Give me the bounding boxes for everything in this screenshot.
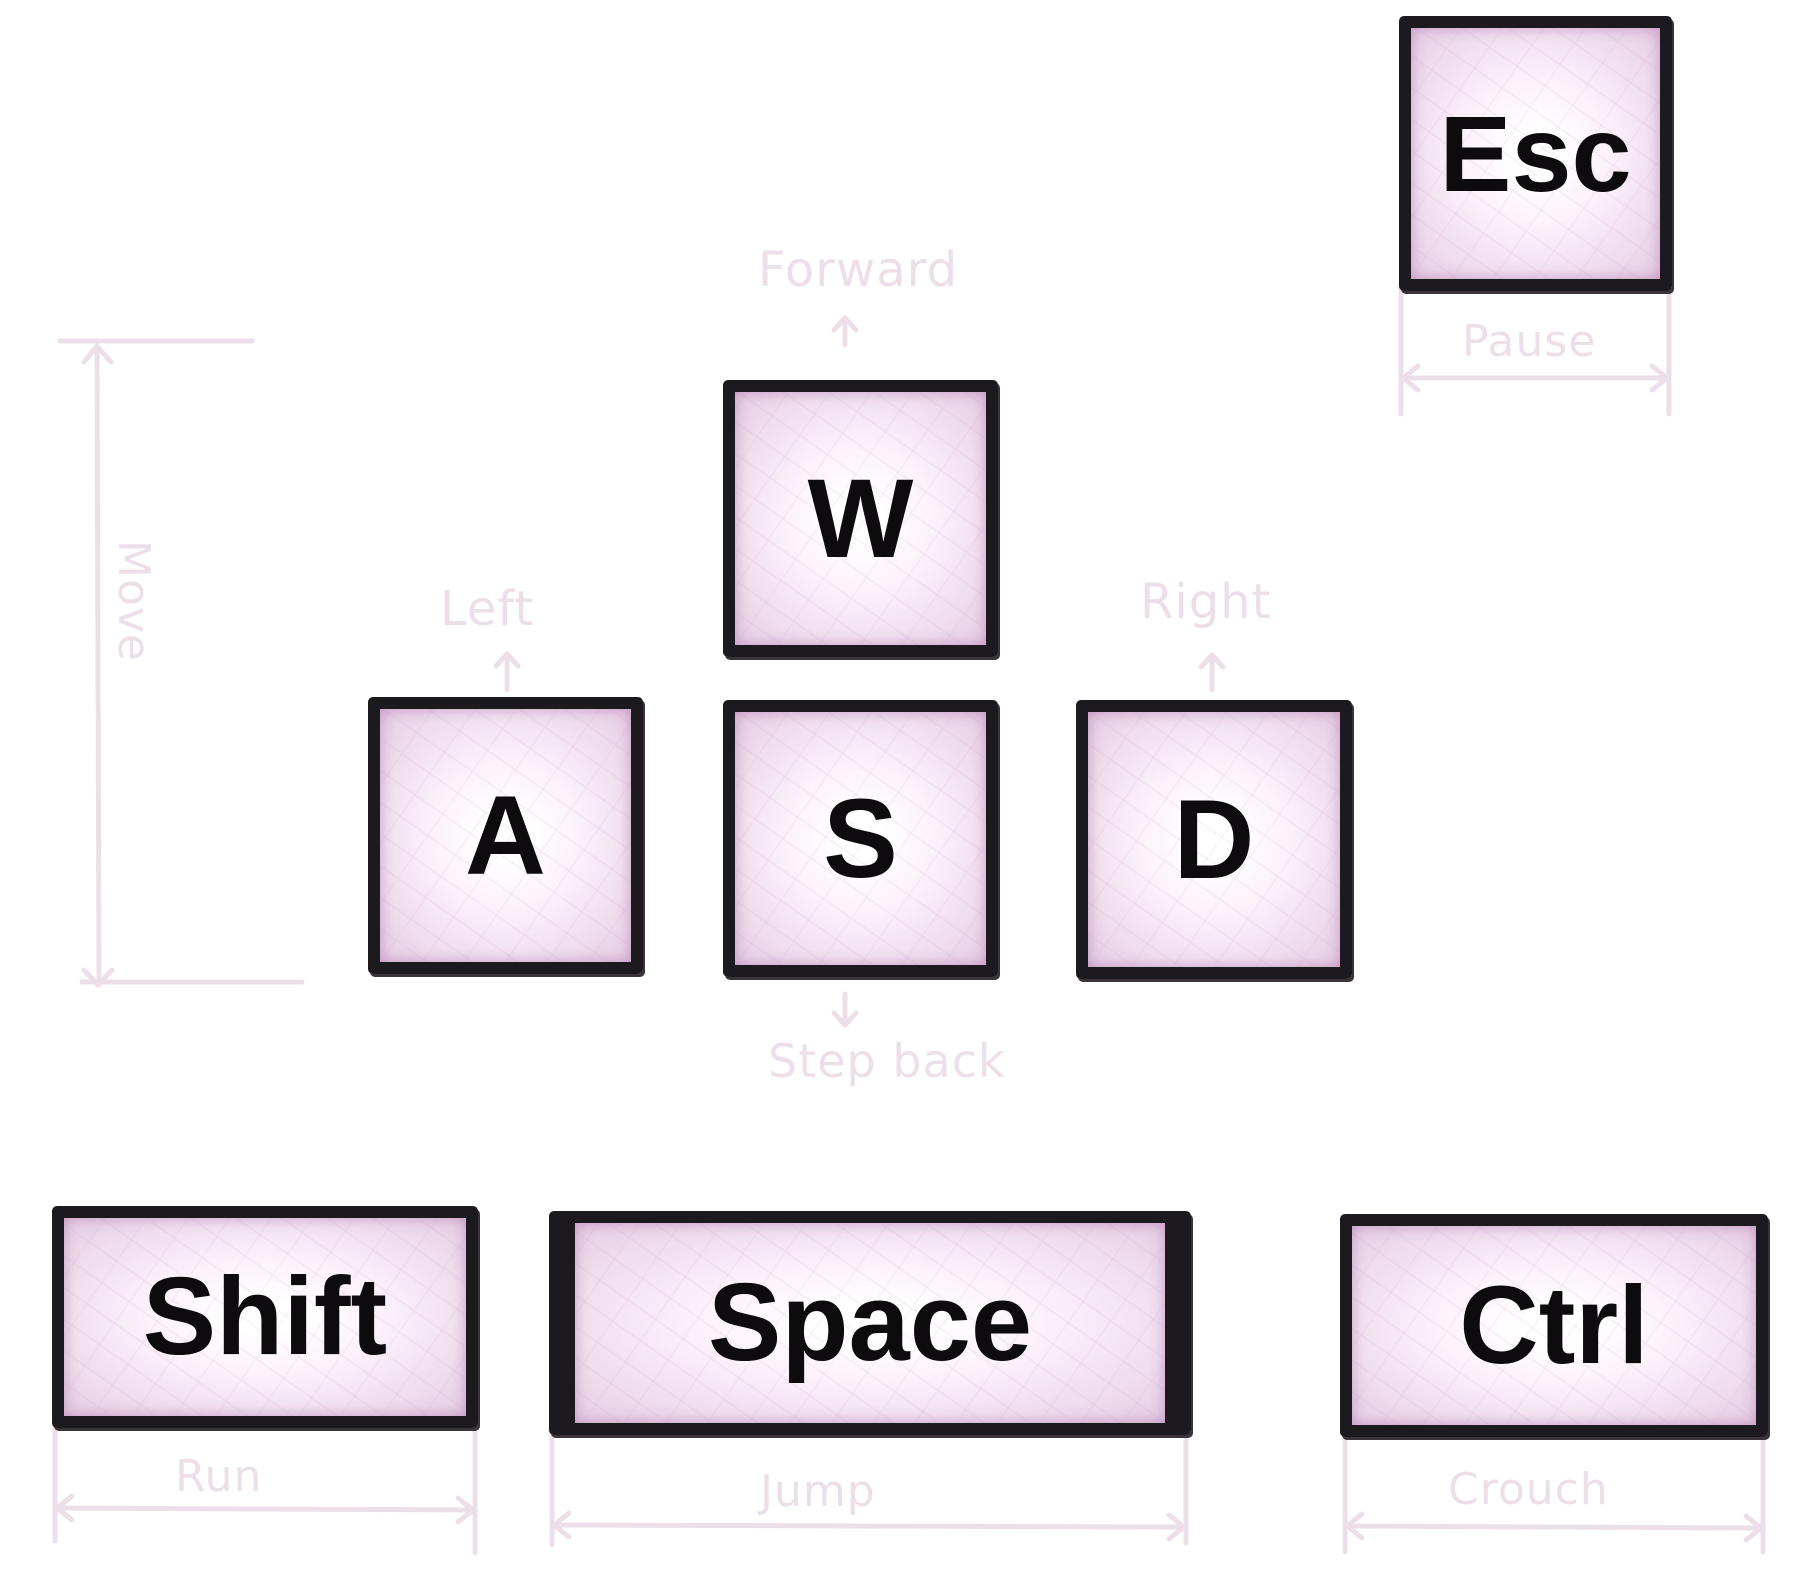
a-key[interactable]: A xyxy=(368,697,643,974)
pause-arrow-right xyxy=(1649,363,1670,393)
esc-key[interactable]: Esc xyxy=(1399,16,1672,291)
run-hint: Run xyxy=(175,1451,263,1502)
move-arrow-top xyxy=(81,343,114,365)
right-arrow-head xyxy=(1198,652,1226,670)
w-key-label: W xyxy=(807,455,914,581)
shift-key-label: Shift xyxy=(142,1255,388,1378)
step-back-hint: Step back xyxy=(768,1034,1006,1088)
move-line xyxy=(94,343,102,988)
run-line xyxy=(54,1505,476,1513)
crouch-hint: Crouch xyxy=(1448,1464,1609,1515)
s-key[interactable]: S xyxy=(723,700,998,977)
jump-hint: Jump xyxy=(760,1466,876,1517)
shift-key[interactable]: Shift xyxy=(52,1206,478,1428)
move-hint: Move xyxy=(108,540,159,662)
space-key[interactable]: Space xyxy=(549,1211,1191,1435)
pause-hint: Pause xyxy=(1462,316,1597,367)
left-hint: Left xyxy=(440,581,535,637)
jump-arrow-right xyxy=(1166,1512,1187,1542)
a-key-label: A xyxy=(465,772,546,898)
pause-arrow-left xyxy=(1400,363,1421,393)
jump-line xyxy=(551,1522,1187,1530)
s-key-label: S xyxy=(823,775,898,901)
space-key-label: Space xyxy=(707,1261,1033,1384)
right-hint: Right xyxy=(1140,574,1272,630)
jump-arrow-left xyxy=(551,1510,572,1540)
run-arrow-left xyxy=(54,1493,75,1523)
move-arrow-bottom xyxy=(81,967,115,988)
d-key[interactable]: D xyxy=(1076,700,1352,979)
crouch-arrow-left xyxy=(1344,1511,1365,1541)
crouch-arrow-right xyxy=(1743,1513,1764,1543)
crouch-line xyxy=(1344,1523,1764,1531)
run-arrow-right xyxy=(455,1495,476,1525)
forward-arrow-head xyxy=(831,315,859,333)
ctrl-key[interactable]: Ctrl xyxy=(1340,1214,1768,1437)
forward-hint: Forward xyxy=(758,242,959,298)
esc-key-label: Esc xyxy=(1439,92,1632,214)
w-key[interactable]: W xyxy=(723,380,998,657)
left-arrow-head xyxy=(493,651,521,669)
d-key-label: D xyxy=(1173,776,1255,902)
step-back-arrow-head xyxy=(831,1010,859,1028)
ctrl-key-label: Ctrl xyxy=(1459,1263,1649,1387)
